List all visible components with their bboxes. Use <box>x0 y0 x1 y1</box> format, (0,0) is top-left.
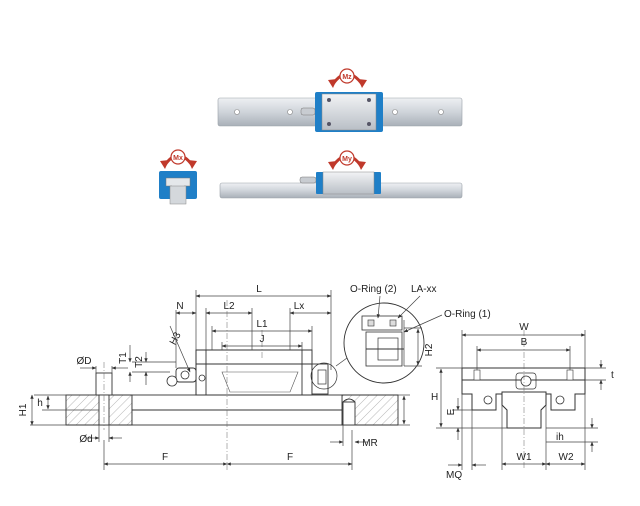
dim-W2: W2 <box>559 452 574 463</box>
dim-T2: T2 <box>134 356 145 368</box>
label-oring-1: O-Ring (1) <box>444 309 491 320</box>
end-view-labels: W B t H E ih MQ W1 W2 <box>431 322 614 481</box>
label-la-xx: LA-xx <box>411 284 437 295</box>
dim-MQ: MQ <box>446 470 462 481</box>
side-view-dimensions <box>30 290 410 470</box>
dim-J: J <box>260 334 265 345</box>
dim-MR: MR <box>362 438 378 449</box>
side-view-labels: L N L2 Lx L1 J H3 T1 T2 ØD h H1 Ød F F M… <box>18 284 378 463</box>
mz-label: Mz <box>342 74 352 81</box>
detail-labels: O-Ring (2) LA-xx O-Ring (1) H2 <box>350 284 491 356</box>
end-view-drawing <box>461 330 586 470</box>
dim-H3: H3 <box>168 330 184 347</box>
dim-H2: H2 <box>424 343 435 356</box>
end-view-dimensions <box>436 330 606 470</box>
dim-t: t <box>611 370 614 381</box>
mz-moment-arrow: Mz <box>328 68 367 88</box>
dim-oD: ØD <box>77 356 92 367</box>
dim-T1: T1 <box>118 352 129 364</box>
dim-L2: L2 <box>223 301 235 312</box>
side-view-drawing <box>65 300 399 470</box>
carriage-side-view <box>316 171 381 195</box>
mx-moment-arrow: Mx <box>160 149 197 169</box>
label-oring-2: O-Ring (2) <box>350 284 397 295</box>
dim-N: N <box>176 301 183 312</box>
dim-F-right: F <box>287 452 293 463</box>
dim-L: L <box>256 284 262 295</box>
dim-h: h <box>37 398 43 409</box>
dim-B: B <box>521 337 528 348</box>
my-moment-arrow: My <box>328 150 366 170</box>
mx-label: Mx <box>173 155 183 162</box>
my-label: My <box>342 156 352 163</box>
dim-od: Ød <box>79 434 92 445</box>
dim-W: W <box>519 322 529 333</box>
dim-Lx: Lx <box>294 301 305 312</box>
dim-W1: W1 <box>517 452 532 463</box>
dim-ih: ih <box>556 432 564 443</box>
dim-E: E <box>446 408 457 415</box>
carriage-end-view-icon <box>159 171 197 205</box>
detail-view <box>335 295 443 384</box>
carriage-top-view <box>315 92 383 132</box>
dim-F-left: F <box>162 452 168 463</box>
dim-H: H <box>431 392 438 403</box>
dim-H1: H1 <box>18 403 29 416</box>
dim-L1: L1 <box>256 319 268 330</box>
